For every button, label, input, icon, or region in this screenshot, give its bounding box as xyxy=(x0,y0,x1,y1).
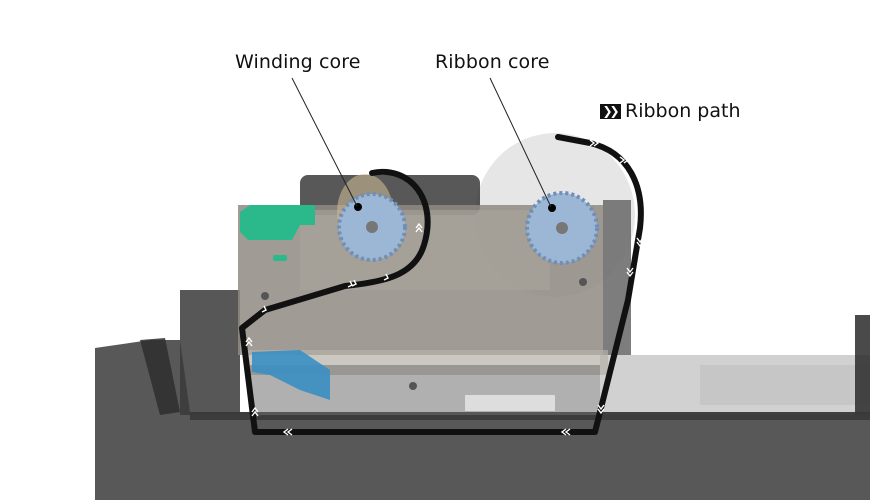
winding-core xyxy=(337,174,407,262)
ribbon-core xyxy=(525,191,599,265)
double-chevron-right-icon: ❯❯ xyxy=(600,103,621,119)
ribbon-path-arrows xyxy=(245,139,644,436)
ribbon-core-label: Ribbon core xyxy=(435,51,550,73)
ribbon-path-legend-label: Ribbon path xyxy=(625,100,741,122)
leader-lines xyxy=(291,77,552,208)
ribbon-path-legend: ❯❯ Ribbon path xyxy=(600,100,741,122)
printer-base xyxy=(95,290,870,500)
blue-handle xyxy=(252,350,330,400)
winding-core-label: Winding core xyxy=(235,51,361,73)
green-latch xyxy=(240,205,315,240)
ribbon-path xyxy=(239,134,644,435)
